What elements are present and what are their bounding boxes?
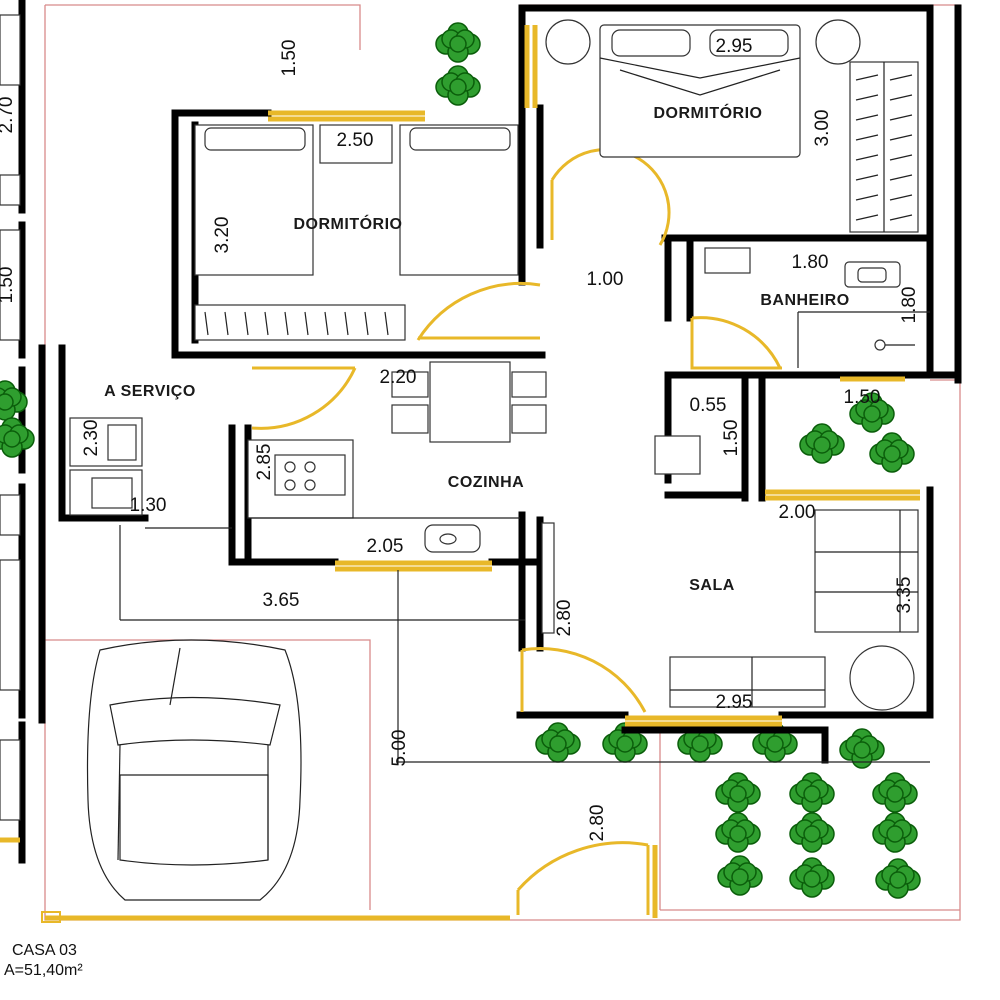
dim-dorm-main-depth: 3.00 (812, 110, 833, 147)
dim-total-width: 3.65 (263, 590, 300, 611)
dim-banheiro-depth: 1.80 (899, 287, 920, 324)
room-label-dormitorio-main: DORMITÓRIO (654, 103, 763, 122)
windows (41, 25, 920, 923)
room-label-dormitorio-second: DORMITÓRIO (294, 214, 403, 233)
dim-dorm-second-width: 2.50 (337, 130, 374, 151)
dim-hall-width: 1.00 (587, 269, 624, 290)
dim-banheiro-width: 1.80 (792, 252, 829, 273)
room-label-cozinha: COZINHA (448, 474, 524, 491)
dim-dorm-second-depth: 3.20 (212, 217, 233, 254)
room-label-sala: SALA (689, 577, 735, 594)
room-label-area-servico: A SERVIÇO (104, 383, 196, 400)
dim-sala-bottom: 2.95 (716, 692, 753, 713)
dim-gate-width: 2.80 (587, 805, 608, 842)
dim-recuo-top: 1.50 (279, 40, 300, 77)
dim-sala-depth: 3.35 (894, 577, 915, 614)
dim-servico-width: 1.30 (130, 495, 167, 516)
dimension-lines (119, 525, 930, 765)
dim-cozinha-top: 2.20 (380, 367, 417, 388)
dim-sala-top: 2.00 (779, 502, 816, 523)
dim-closet-depth: 1.50 (721, 420, 742, 457)
dim-patio-width: 1.50 (844, 387, 881, 408)
dim-cozinha-bottom: 2.05 (367, 536, 404, 557)
dim-closet-width: 0.55 (690, 395, 727, 416)
dim-sala-wall: 2.80 (554, 600, 575, 637)
dim-garage-depth: 5.00 (389, 730, 410, 767)
room-label-banheiro: BANHEIRO (760, 292, 849, 309)
dim-left-neighbor-1: 2.70 (0, 97, 17, 134)
dim-servico-depth: 2.30 (81, 420, 102, 457)
furniture (69, 19, 930, 901)
neighbor-house-left: 2.70 1.50 (0, 0, 26, 864)
dim-left-neighbor-2: 1.50 (0, 267, 17, 304)
house-area: A=51,40m² (4, 962, 83, 979)
dim-dorm-main-width: 2.95 (716, 36, 753, 57)
doors (251, 147, 782, 915)
house-name: CASA 03 (12, 942, 77, 959)
dim-cozinha-wall: 2.85 (254, 444, 275, 481)
